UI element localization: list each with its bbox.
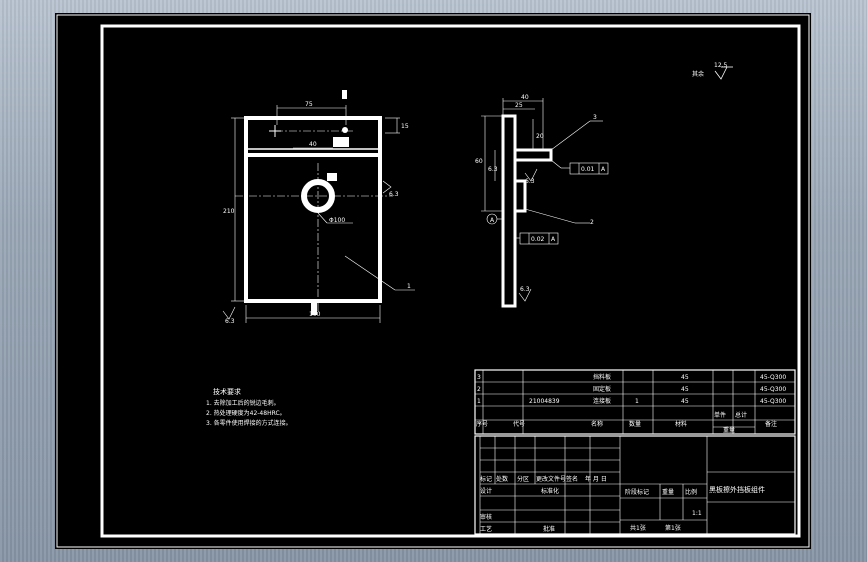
inner-frame: [100, 24, 801, 538]
side-top-tab: [513, 148, 553, 162]
side-balloon-2: 2: [590, 219, 594, 226]
bom-row-2-no: 2: [477, 386, 481, 393]
side-tolerance-1-ref: A: [601, 166, 606, 173]
front-view[interactable]: 75 40 15 210 100 6.3 6.3 Φ100 1: [222, 90, 415, 325]
tb-process: 工艺: [480, 525, 492, 533]
side-dim-left-h2: 6.3: [488, 166, 498, 173]
tb-weight: 重量: [662, 488, 674, 496]
front-roughness-side: 6.3: [389, 191, 399, 198]
bom-row-2-material: 45: [681, 386, 689, 393]
front-balloon-1: 1: [407, 283, 411, 290]
bom-header-name: 名称: [591, 420, 603, 428]
tb-scale-value: 1:1: [692, 510, 702, 517]
side-tolerance-1-value: 0.01: [581, 166, 595, 173]
tb-change-doc: 更改文件号: [536, 475, 566, 483]
bom-row-1-material: 45: [681, 398, 689, 405]
bom-header-single: 单件: [714, 411, 726, 419]
tb-design: 设计: [480, 487, 492, 495]
front-hole-diameter: Φ100: [329, 217, 345, 224]
tech-req-item-3: 3. 各零件使用焊接的方式连接。: [206, 419, 292, 427]
bom-row-2-name: 固定板: [593, 385, 611, 393]
bom-row-3-material: 45: [681, 374, 689, 381]
tb-count: 处数: [496, 475, 508, 483]
tb-sheet-no: 第1张: [665, 524, 681, 532]
bom-header-code: 代号: [513, 420, 525, 428]
tb-scale: 比例: [685, 488, 697, 496]
front-dim-offset: 40: [309, 141, 317, 148]
front-roughness-bottom: 6.3: [225, 318, 235, 325]
tech-req-title: 技术要求: [213, 387, 241, 396]
tb-stage-mark: 阶段标记: [625, 488, 649, 496]
tech-req-item-1: 1. 去除加工后的锐边毛刺。: [206, 399, 280, 407]
side-plate: [501, 114, 517, 308]
bom-header-weight: 重量: [723, 426, 735, 434]
tb-standard: 标准化: [541, 487, 559, 495]
bom-header-material: 材料: [675, 420, 687, 428]
front-dim-bottom: 100: [309, 311, 321, 318]
side-dim-left-h: 60: [475, 158, 483, 165]
bom-row-3-note: 45-Q300: [760, 374, 786, 381]
roughness-note-value: 12.5: [714, 62, 728, 69]
side-datum-label: A: [490, 217, 495, 224]
tb-approve: 批准: [543, 525, 555, 533]
front-tab-block: [333, 137, 349, 147]
bom-row-3-no: 3: [477, 374, 481, 381]
bom-row-3-name: 挡料板: [593, 373, 611, 381]
tb-check: 审核: [480, 513, 492, 521]
tb-sign: 签名: [566, 475, 578, 483]
tb-marks: 标记: [480, 475, 492, 483]
tech-req-item-2: 2. 热处理硬度为42-48HRC。: [206, 409, 286, 417]
bom-row-1-note: 45-Q300: [760, 398, 786, 405]
bom-table[interactable]: 3 挡料板 45 45-Q300 2 固定板 45 45-Q300 1 2100…: [474, 369, 796, 435]
technical-requirements: 技术要求 1. 去除加工后的锐边毛刺。 2. 热处理硬度为42-48HRC。 3…: [206, 387, 292, 427]
front-plate-outline: [244, 116, 382, 303]
bom-row-1-code: 21004839: [529, 398, 560, 405]
bom-row-1-no: 1: [477, 398, 481, 405]
side-tolerance-2-value: 0.02: [531, 236, 545, 243]
side-dim-tab-len: 20: [536, 133, 544, 140]
cad-viewport[interactable]: 其余 12.5 75 40 15 210: [55, 13, 811, 549]
roughness-note-label: 其余: [692, 70, 704, 78]
bom-header-note: 备注: [765, 420, 777, 428]
bom-row-1-name: 连接板: [593, 397, 611, 405]
side-view[interactable]: 40 25 20 60 6.3 3 2 0.01 A 6.3 0.02: [475, 94, 609, 308]
title-block[interactable]: 标记 处数 分区 更改文件号 签名 年 月 日 设计 标准化 审核 工艺 批准 …: [474, 435, 796, 535]
bom-row-1-qty: 1: [635, 398, 639, 405]
bom-header-total: 总计: [735, 411, 747, 419]
front-dim-top: 75: [305, 101, 313, 108]
side-tolerance-frame-1: [569, 162, 609, 175]
side-middle-block: [513, 179, 527, 213]
drawing-canvas: 其余 12.5 75 40 15 210: [56, 14, 810, 548]
side-balloon-3: 3: [593, 114, 597, 121]
bom-header-qty: 数量: [629, 420, 641, 428]
tb-sheets-total: 共1张: [630, 524, 646, 532]
side-tolerance-2-ref: A: [551, 236, 556, 243]
tb-date: 年 月 日: [585, 475, 607, 483]
side-roughness-bottom: 6.3: [520, 286, 530, 293]
outer-frame: [56, 14, 810, 548]
side-roughness-side: 6.3: [525, 178, 535, 185]
front-dim-right-tab: 15: [401, 123, 409, 130]
tb-drawing-name: 黑板擦外挡板组件: [709, 485, 765, 494]
side-dim-top-a: 40: [521, 94, 529, 101]
side-tolerance-frame-2: [519, 232, 559, 245]
bom-header-no: 序号: [476, 420, 488, 428]
roughness-symbol-icon: [714, 66, 728, 80]
front-dim-height: 210: [223, 208, 235, 215]
tb-zone: 分区: [517, 475, 529, 483]
side-dim-top-b: 25: [515, 102, 523, 109]
bom-row-2-note: 45-Q300: [760, 386, 786, 393]
